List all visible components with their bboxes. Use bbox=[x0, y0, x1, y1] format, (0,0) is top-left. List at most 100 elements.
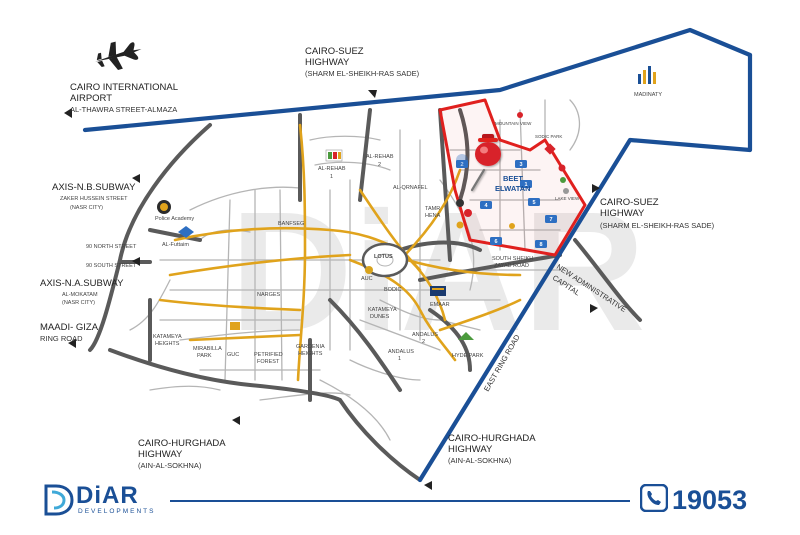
svg-text:LAKE VIEW: LAKE VIEW bbox=[555, 196, 580, 201]
svg-text:3: 3 bbox=[519, 162, 522, 168]
maadi-label: MAADI- GIZA bbox=[40, 322, 99, 333]
svg-text:90 SOUTH STREET: 90 SOUTH STREET bbox=[86, 263, 137, 269]
svg-text:(NASR CITY): (NASR CITY) bbox=[70, 205, 103, 211]
svg-text:AIRPORT: AIRPORT bbox=[70, 93, 112, 104]
airport-label: CAIRO INTERNATIONAL bbox=[70, 82, 178, 93]
footer-divider bbox=[170, 500, 630, 502]
arrow-icon bbox=[368, 90, 377, 98]
arrow-icon bbox=[68, 339, 76, 348]
svg-text:EMAAR: EMAAR bbox=[430, 302, 450, 308]
svg-text:SOUTH SHEIKH: SOUTH SHEIKH bbox=[492, 256, 533, 262]
diar-logo-icon bbox=[44, 484, 74, 516]
svg-text:KATAMEYA: KATAMEYA bbox=[153, 334, 182, 340]
svg-text:AL-QRNAFEL: AL-QRNAFEL bbox=[393, 185, 428, 191]
svg-text:90 NORTH STREET: 90 NORTH STREET bbox=[86, 244, 137, 250]
svg-text:AUC: AUC bbox=[361, 276, 373, 282]
svg-text:7: 7 bbox=[549, 217, 552, 223]
svg-text:6: 6 bbox=[494, 239, 497, 245]
plot-marker[interactable]: 7 bbox=[545, 215, 557, 223]
arrow-icon bbox=[590, 304, 598, 313]
svg-text:Police Academy: Police Academy bbox=[155, 216, 194, 222]
svg-text:(AIN-AL-SOKHNA): (AIN-AL-SOKHNA) bbox=[448, 456, 512, 465]
svg-text:KATAMEYA: KATAMEYA bbox=[368, 307, 397, 313]
svg-text:HEIGHTS: HEIGHTS bbox=[155, 341, 180, 347]
svg-text:MADINATY: MADINATY bbox=[634, 92, 662, 98]
svg-text:AL-MOKATAM: AL-MOKATAM bbox=[62, 292, 98, 298]
svg-text:BODIC: BODIC bbox=[384, 287, 401, 293]
svg-text:ELWATAN: ELWATAN bbox=[495, 184, 531, 193]
plot-marker[interactable]: 2 bbox=[456, 160, 468, 168]
police-academy-icon bbox=[157, 200, 171, 214]
main-roads-orange bbox=[158, 123, 522, 382]
arrow-icon bbox=[64, 108, 72, 118]
svg-text:RING ROAD: RING ROAD bbox=[40, 334, 83, 343]
axis-nb-label: AXIS-N.B.SUBWAY bbox=[52, 182, 136, 193]
svg-text:SODIC PARK: SODIC PARK bbox=[535, 134, 562, 139]
svg-text:(AIN-AL-SOKHNA): (AIN-AL-SOKHNA) bbox=[138, 461, 202, 470]
svg-text:ZAKER HUSSEIN STREET: ZAKER HUSSEIN STREET bbox=[60, 196, 128, 202]
hotline-number[interactable]: 19053 bbox=[672, 485, 748, 515]
svg-text:AL-Futtaim: AL-Futtaim bbox=[162, 242, 189, 248]
beet-elwatan-label: BEET bbox=[503, 174, 523, 183]
svg-text:MIRABILLA: MIRABILLA bbox=[193, 346, 222, 352]
emaar-icon bbox=[430, 286, 446, 296]
pin-glow bbox=[456, 154, 468, 166]
hyde-park-icon bbox=[458, 332, 474, 340]
svg-text:1: 1 bbox=[398, 356, 401, 362]
compound-icons bbox=[456, 112, 569, 229]
svg-text:DUNES: DUNES bbox=[370, 314, 390, 320]
cairo-suez-top-label: CAIRO-SUEZ bbox=[305, 46, 364, 57]
airplane-icon bbox=[95, 41, 142, 70]
arrow-icon bbox=[132, 174, 140, 183]
al-rehab-1-icon bbox=[325, 149, 343, 162]
hotline[interactable]: 19053 bbox=[640, 484, 770, 518]
svg-text:PETRIFIED: PETRIFIED bbox=[254, 352, 283, 358]
svg-text:2: 2 bbox=[378, 162, 381, 168]
svg-text:GARDENIA: GARDENIA bbox=[296, 344, 325, 350]
svg-text:2: 2 bbox=[422, 339, 425, 345]
plot-marker[interactable]: 3 bbox=[515, 160, 527, 168]
svg-text:LOTUS: LOTUS bbox=[374, 254, 393, 260]
madinaty-logo: MADINATY bbox=[634, 66, 662, 98]
cairo-suez-right-label: CAIRO-SUEZ bbox=[600, 197, 659, 208]
svg-text:AL-REHAB: AL-REHAB bbox=[318, 166, 346, 172]
svg-text:5: 5 bbox=[532, 200, 535, 206]
plot-marker[interactable]: 1 bbox=[520, 180, 532, 188]
direction-arrows bbox=[64, 90, 600, 490]
svg-text:8: 8 bbox=[539, 242, 542, 248]
arrow-icon bbox=[424, 481, 432, 490]
svg-text:ZAYAD ROAD: ZAYAD ROAD bbox=[494, 263, 529, 269]
plot-marker[interactable]: 6 bbox=[490, 237, 502, 245]
hurghada-left-label: CAIRO-HURGHADA bbox=[138, 438, 226, 449]
landmark-icons bbox=[157, 112, 569, 340]
arrow-icon bbox=[132, 257, 140, 266]
svg-text:ANDALUS: ANDALUS bbox=[388, 349, 414, 355]
svg-text:BANFSEG: BANFSEG bbox=[278, 221, 304, 227]
svg-text:HIGHWAY: HIGHWAY bbox=[138, 449, 183, 460]
brand-sub: DEVELOPMENTS bbox=[78, 508, 156, 515]
svg-text:GUC: GUC bbox=[227, 352, 239, 358]
hurghada-right-label: CAIRO-HURGHADA bbox=[448, 433, 536, 444]
arrow-icon bbox=[592, 184, 600, 193]
plot-marker[interactable]: 5 bbox=[528, 198, 540, 206]
svg-text:(SHARM EL-SHEIKH-RAS SADE): (SHARM EL-SHEIKH-RAS SADE) bbox=[600, 221, 715, 230]
plot-marker[interactable]: 8 bbox=[535, 240, 547, 248]
highways-blue bbox=[82, 27, 753, 483]
svg-text:ANDALUS: ANDALUS bbox=[412, 332, 438, 338]
svg-text:(NASR CITY): (NASR CITY) bbox=[62, 300, 95, 306]
guc-icon bbox=[230, 322, 240, 330]
axis-na-label: AXIS-N.A.SUBWAY bbox=[40, 278, 124, 289]
plot-marker[interactable]: 4 bbox=[480, 201, 492, 209]
location-pin-icon[interactable] bbox=[470, 134, 501, 192]
al-futtaim-icon bbox=[178, 226, 194, 238]
plot-markers: 2 3 1 4 5 7 6 8 bbox=[456, 160, 557, 248]
svg-text:HIGHWAY: HIGHWAY bbox=[305, 57, 350, 68]
svg-text:NARGES: NARGES bbox=[257, 292, 281, 298]
svg-text:4: 4 bbox=[484, 203, 488, 209]
svg-text:HENA: HENA bbox=[425, 213, 441, 219]
brand-name: DiAR bbox=[76, 482, 139, 509]
auc-icon bbox=[365, 266, 373, 274]
phone-icon bbox=[640, 484, 668, 512]
